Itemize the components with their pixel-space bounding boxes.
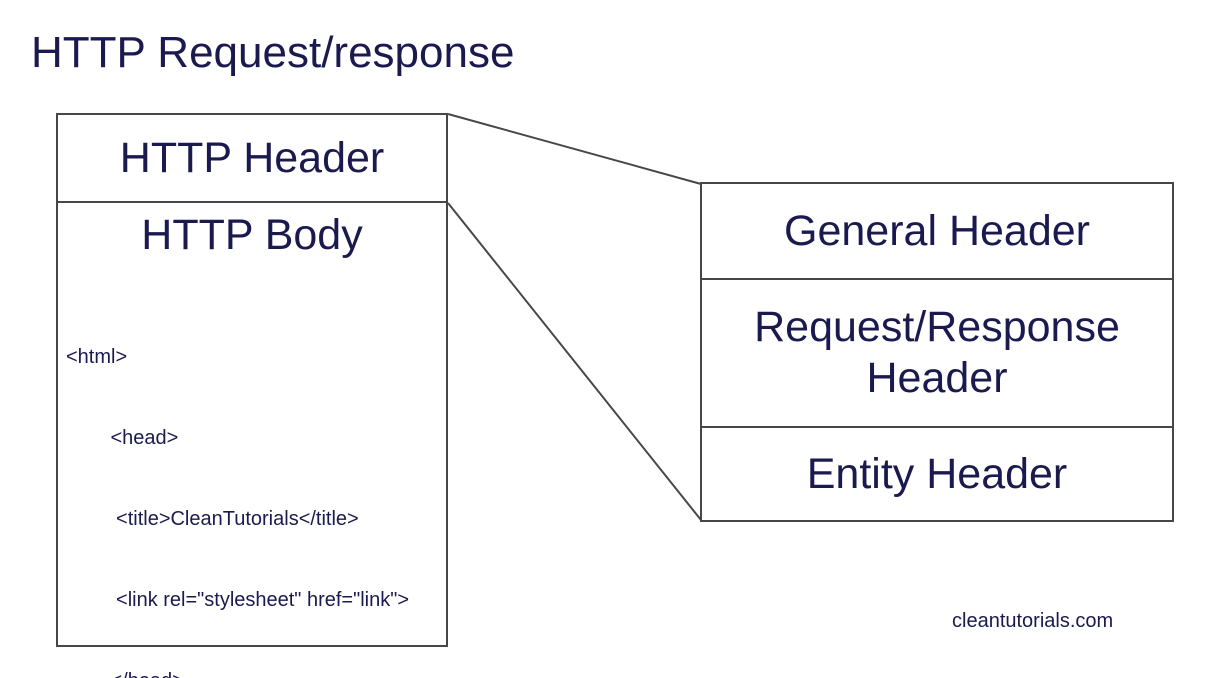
code-line-link: <link rel="stylesheet" href="link"> — [66, 589, 409, 611]
connector-line-bottom — [447, 202, 702, 521]
code-line-html-open: <html> — [66, 346, 128, 368]
request-response-header-section: Request/Response Header — [702, 280, 1172, 428]
entity-header-section: Entity Header — [702, 428, 1172, 520]
html-code-sample: <html> <head> <title>CleanTutorials</tit… — [58, 290, 446, 678]
http-header-section: HTTP Header — [58, 115, 446, 203]
diagram-title: HTTP Request/response — [31, 28, 515, 77]
http-header-detail-box: General Header Request/Response Header E… — [700, 182, 1174, 522]
request-response-header-label: Request/Response Header — [754, 303, 1120, 402]
http-header-label: HTTP Header — [119, 133, 385, 182]
entity-header-label: Entity Header — [806, 449, 1068, 498]
connector-line-top — [447, 113, 702, 185]
code-line-title: <title>CleanTutorials</title> — [66, 508, 359, 530]
general-header-label: General Header — [784, 206, 1090, 255]
code-line-head-close: </head> — [66, 668, 446, 678]
http-body-section: HTTP Body <html> <head> <title>CleanTuto… — [58, 211, 446, 678]
http-message-box: HTTP Header HTTP Body <html> <head> <tit… — [56, 113, 448, 678]
http-body-label: HTTP Body — [141, 211, 363, 259]
watermark: cleantutorials.com — [952, 610, 1114, 632]
general-header-section: General Header — [702, 184, 1172, 280]
code-line-head-open: <head> — [66, 427, 179, 449]
